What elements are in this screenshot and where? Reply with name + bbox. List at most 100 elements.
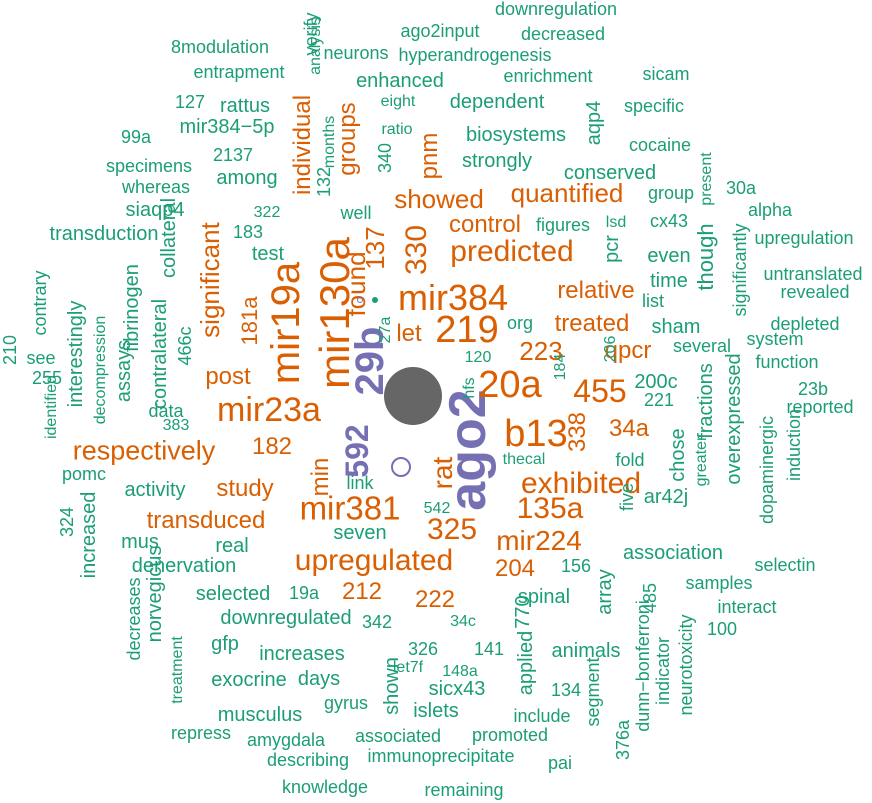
cloud-word: data bbox=[148, 401, 184, 421]
cloud-word: downregulation bbox=[494, 0, 618, 19]
cloud-word: seven bbox=[333, 522, 387, 544]
cloud-word: well bbox=[340, 203, 372, 223]
cloud-word: individual bbox=[289, 94, 316, 196]
cloud-word: 330 bbox=[400, 224, 433, 276]
cloud-word: gfp bbox=[211, 633, 239, 655]
cloud-word: 134 bbox=[550, 680, 582, 700]
cloud-word: min bbox=[307, 457, 334, 497]
cloud-word: treatment bbox=[169, 636, 186, 704]
cloud-word: downregulated bbox=[220, 607, 352, 629]
cloud-word: 2137 bbox=[212, 145, 254, 165]
cloud-word: assays bbox=[113, 339, 135, 403]
cloud-word: untranslated bbox=[763, 264, 863, 284]
cloud-word: ago2input bbox=[400, 21, 480, 41]
cloud-word: dunn−bonferroni bbox=[633, 600, 653, 732]
cloud-word: enhanced bbox=[356, 70, 444, 92]
cloud-word: animals bbox=[551, 640, 621, 662]
cloud-word: significantly bbox=[730, 223, 750, 317]
cloud-word: 255 bbox=[31, 368, 63, 388]
cloud-word: link bbox=[346, 473, 374, 493]
cloud-word: neurons bbox=[323, 43, 389, 63]
cloud-word: 326 bbox=[407, 639, 439, 659]
cloud-word: 141 bbox=[473, 639, 505, 659]
cloud-word: alpha bbox=[747, 200, 793, 220]
cloud-word: figures bbox=[535, 215, 591, 235]
cloud-word: 455 bbox=[573, 373, 627, 409]
cloud-word: contrary bbox=[30, 270, 50, 336]
cloud-word: 34a bbox=[608, 415, 650, 442]
cloud-word: shown bbox=[381, 657, 403, 715]
cloud-word: chose bbox=[667, 428, 689, 482]
cloud-word: 99a bbox=[120, 127, 152, 147]
cloud-word: fractions bbox=[695, 363, 717, 439]
cloud-word: 148a bbox=[442, 663, 478, 680]
cloud-word: 27a bbox=[377, 316, 394, 344]
cloud-word: exocrine bbox=[211, 669, 287, 691]
cloud-word: 212 bbox=[341, 578, 383, 605]
cloud-word: immunoprecipitate bbox=[367, 746, 515, 766]
cloud-word: decreases bbox=[124, 577, 144, 661]
cloud-word: mir381 bbox=[299, 489, 401, 527]
cloud-word: b13 bbox=[504, 413, 568, 455]
cloud-word: 204 bbox=[494, 555, 536, 582]
cloud-word: pomc bbox=[61, 464, 107, 484]
cloud-word: aqp4 bbox=[583, 100, 605, 146]
cloud-word: induction bbox=[784, 408, 804, 482]
cloud-word: pnm bbox=[416, 132, 443, 180]
cloud-word: 132 bbox=[314, 166, 334, 198]
cloud-word: 222 bbox=[414, 586, 456, 613]
cloud-word: 135a bbox=[516, 492, 584, 525]
cloud-word: fold bbox=[615, 450, 645, 470]
cloud-word: time bbox=[650, 270, 688, 292]
cloud-word: 210 bbox=[0, 334, 20, 366]
cloud-word: 200c bbox=[634, 371, 678, 393]
cloud-word: hyperandrogenesis bbox=[398, 45, 552, 65]
cloud-word: hfs bbox=[461, 377, 478, 399]
cloud-word: 206 bbox=[602, 335, 619, 363]
cloud-word: greater bbox=[693, 435, 710, 487]
cloud-word: 23b bbox=[797, 379, 829, 399]
cloud-word: interestingly bbox=[65, 300, 87, 408]
cloud-word: mus bbox=[121, 531, 159, 553]
cloud-word: strongly bbox=[461, 150, 533, 172]
cloud-word: 223 bbox=[519, 336, 563, 366]
cloud-word: increases bbox=[259, 643, 345, 665]
cloud-word: gyrus bbox=[323, 693, 369, 713]
cloud-word: 156 bbox=[560, 556, 592, 576]
cloud-word: predicted bbox=[450, 235, 574, 268]
cloud-word: 221 bbox=[643, 390, 675, 410]
cloud-word: revealed bbox=[780, 282, 850, 302]
cloud-word: see bbox=[26, 348, 56, 368]
cloud-word: relative bbox=[557, 277, 635, 304]
cloud-word: dependent bbox=[449, 91, 545, 113]
cloud-word: amygdala bbox=[246, 730, 326, 750]
cloud-word: pai bbox=[547, 753, 573, 773]
cloud-word: enrichment bbox=[503, 66, 593, 86]
cloud-word: 342 bbox=[361, 612, 393, 632]
cloud-word: even bbox=[647, 245, 691, 267]
cloud-word: samples bbox=[685, 573, 753, 593]
cloud-word: 137 bbox=[360, 226, 390, 270]
cloud-word: transduction bbox=[49, 223, 159, 245]
cloud-word: specific bbox=[623, 96, 685, 116]
cloud-word: musculus bbox=[217, 704, 303, 726]
cloud-word: mir224 bbox=[496, 525, 582, 556]
cloud-word: biosystems bbox=[465, 124, 567, 146]
cloud-word: 592 bbox=[339, 424, 375, 478]
cloud-word: mir19a bbox=[264, 261, 308, 385]
cloud-word: ago2 bbox=[439, 389, 497, 511]
cloud-word: overexpressed bbox=[723, 353, 745, 485]
cloud-word: 383 bbox=[162, 417, 190, 434]
cloud-word: study bbox=[216, 475, 274, 502]
cloud-word: real bbox=[215, 535, 249, 557]
cloud-word: rat bbox=[427, 456, 458, 490]
cloud-word: 100 bbox=[706, 619, 738, 639]
cloud-word: group bbox=[647, 183, 695, 203]
cloud-word: remaining bbox=[424, 780, 504, 800]
cloud-word: decreased bbox=[520, 24, 606, 44]
cloud-word: analysis bbox=[307, 17, 324, 75]
cloud-word: lsd bbox=[605, 214, 627, 231]
cloud-word: 182 bbox=[251, 433, 293, 460]
cloud-word: 325 bbox=[426, 513, 478, 546]
